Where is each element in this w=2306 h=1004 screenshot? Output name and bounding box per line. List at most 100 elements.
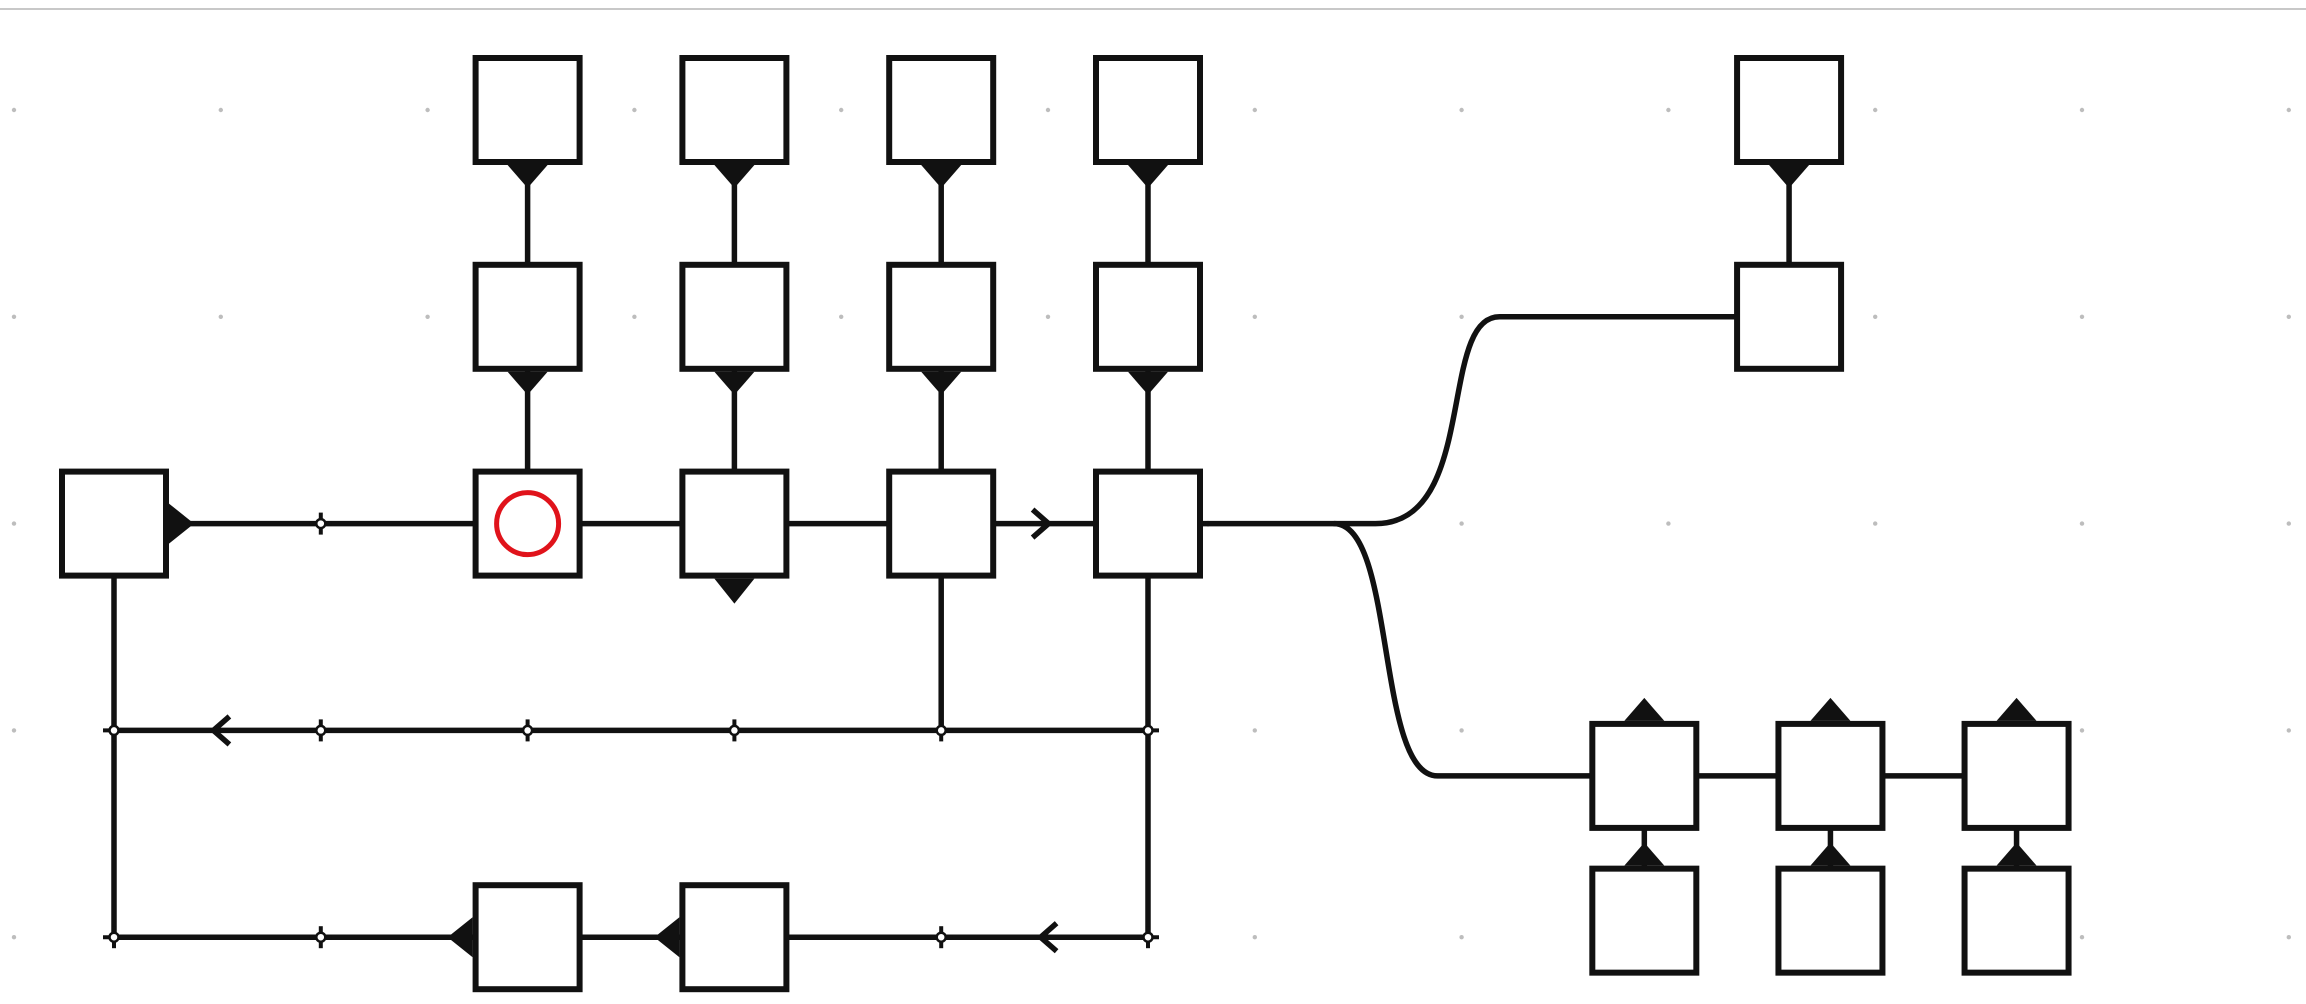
grid-dot bbox=[11, 935, 17, 940]
grid-dot bbox=[2286, 935, 2291, 940]
port-triangle-icon bbox=[1624, 697, 1665, 721]
node-frame[interactable] bbox=[1775, 865, 1886, 976]
node-frame[interactable] bbox=[1093, 55, 1203, 165]
node-box-n2[interactable] bbox=[472, 261, 583, 372]
junction-icon bbox=[103, 926, 125, 949]
node-frame[interactable] bbox=[1961, 720, 2072, 831]
junction-dot bbox=[108, 931, 120, 943]
node-frame[interactable] bbox=[1961, 865, 2072, 976]
node-box-n18[interactable] bbox=[1589, 720, 1700, 831]
arrow-chevron-icon bbox=[1030, 507, 1053, 540]
node-frame[interactable] bbox=[1093, 468, 1203, 579]
node-frame[interactable] bbox=[472, 261, 583, 372]
node-frame[interactable] bbox=[1734, 55, 1845, 165]
node-frame[interactable] bbox=[472, 882, 583, 993]
node-box-n12[interactable] bbox=[886, 468, 997, 579]
junction-icon bbox=[103, 719, 125, 742]
grid-dot bbox=[2286, 107, 2291, 113]
node-box-n16[interactable] bbox=[1734, 55, 1845, 165]
junction-dot bbox=[935, 931, 947, 943]
grid-dot bbox=[218, 314, 223, 319]
node-box-n7[interactable] bbox=[1093, 55, 1203, 165]
port-triangle-icon bbox=[169, 503, 194, 544]
overlay bbox=[494, 490, 562, 558]
node-frame[interactable] bbox=[679, 468, 790, 579]
junction-dot bbox=[315, 724, 327, 737]
junction-icon bbox=[309, 512, 332, 535]
node-frame[interactable] bbox=[1734, 261, 1845, 372]
grid-dot bbox=[1459, 521, 1464, 526]
junction-dot bbox=[1142, 724, 1154, 737]
nodes bbox=[59, 55, 2072, 993]
node-box-n4[interactable] bbox=[679, 261, 790, 372]
node-box-n5[interactable] bbox=[886, 55, 997, 165]
node-frame[interactable] bbox=[1589, 720, 1700, 831]
port-triangle-icon bbox=[714, 165, 755, 188]
node-box-n13[interactable] bbox=[1093, 468, 1203, 579]
node-box-n8[interactable] bbox=[1093, 261, 1203, 372]
grid-dot bbox=[1459, 314, 1464, 319]
node-box-n22[interactable] bbox=[1961, 720, 2072, 831]
port-triangle-icon bbox=[1769, 165, 1810, 188]
node-box-n17[interactable] bbox=[1734, 261, 1845, 372]
port-triangle-icon bbox=[714, 578, 755, 604]
node-frame[interactable] bbox=[886, 55, 997, 165]
junction-icon bbox=[309, 719, 332, 742]
grid-dot bbox=[11, 521, 17, 526]
node-frame[interactable] bbox=[59, 468, 169, 579]
port-triangle-icon bbox=[1128, 165, 1168, 188]
branch-upper-curve bbox=[1205, 314, 1792, 527]
port-triangle-icon bbox=[921, 371, 962, 395]
node-box-n14[interactable] bbox=[472, 882, 583, 993]
node-box-n3[interactable] bbox=[679, 55, 790, 165]
node-box-n23[interactable] bbox=[1961, 865, 2072, 976]
node-box-n11[interactable] bbox=[679, 468, 790, 579]
port-triangle-icon bbox=[507, 371, 548, 395]
grid-dot bbox=[2286, 728, 2291, 733]
node-frame[interactable] bbox=[679, 261, 790, 372]
node-box-n1[interactable] bbox=[472, 55, 583, 165]
grid-dot bbox=[839, 107, 844, 113]
port-triangle-icon bbox=[1128, 371, 1168, 395]
grid-dot bbox=[1045, 107, 1051, 113]
grid-dot bbox=[839, 314, 844, 319]
node-box-n19[interactable] bbox=[1589, 865, 1700, 976]
node-box-n20[interactable] bbox=[1775, 720, 1886, 831]
grid-dot bbox=[632, 314, 637, 319]
node-frame[interactable] bbox=[1093, 261, 1203, 372]
grid-dot bbox=[2079, 107, 2085, 113]
grid-dot bbox=[1459, 107, 1464, 113]
node-box-n21[interactable] bbox=[1775, 865, 1886, 976]
junction-dot bbox=[728, 724, 741, 737]
node-frame[interactable] bbox=[886, 261, 997, 372]
port-triangle-icon bbox=[654, 917, 680, 958]
port-triangle-icon bbox=[1810, 697, 1851, 721]
junction-dot bbox=[315, 517, 327, 530]
grid-dot bbox=[1873, 314, 1878, 319]
junction-icon bbox=[1137, 719, 1159, 742]
node-frame[interactable] bbox=[886, 468, 997, 579]
grid-dot bbox=[1459, 728, 1464, 733]
port-triangle-icon bbox=[1810, 842, 1851, 866]
grid-dot bbox=[1045, 314, 1051, 319]
node-frame[interactable] bbox=[472, 468, 583, 579]
node-box-n9[interactable] bbox=[59, 468, 169, 579]
node-frame[interactable] bbox=[679, 882, 790, 993]
port-triangle-icon bbox=[714, 371, 755, 395]
port-triangle-icon bbox=[447, 917, 473, 958]
node-frame[interactable] bbox=[679, 55, 790, 165]
port-triangle-icon bbox=[1996, 842, 2037, 866]
grid-dot bbox=[1666, 521, 1671, 526]
node-frame[interactable] bbox=[1775, 720, 1886, 831]
junction-icon bbox=[723, 719, 746, 742]
node-box-n15[interactable] bbox=[679, 882, 790, 993]
junction-dot bbox=[521, 724, 534, 737]
junction-dot bbox=[935, 724, 947, 737]
junction-dot bbox=[108, 724, 120, 737]
red-circle-marker-icon[interactable] bbox=[494, 490, 562, 558]
node-box-n10[interactable] bbox=[472, 468, 583, 579]
junction-dot bbox=[1142, 931, 1154, 943]
node-frame[interactable] bbox=[472, 55, 583, 165]
node-box-n6[interactable] bbox=[886, 261, 997, 372]
node-frame[interactable] bbox=[1589, 865, 1700, 976]
